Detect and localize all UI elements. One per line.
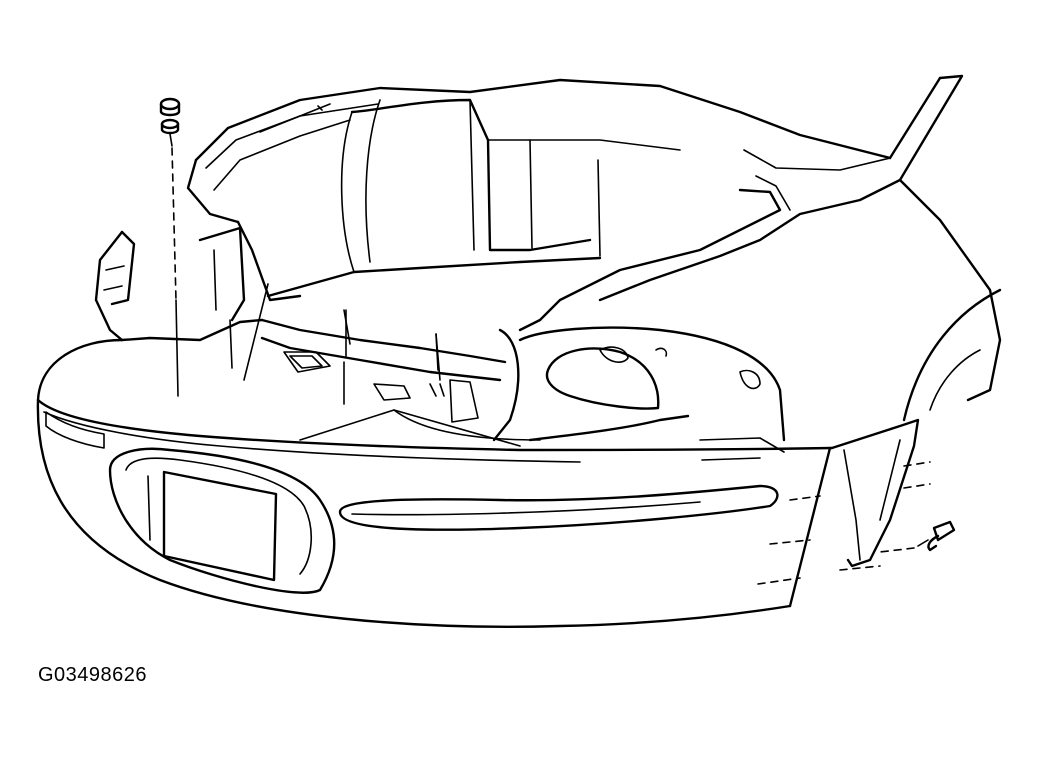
splash-shield bbox=[830, 178, 1002, 568]
left-fender-edge bbox=[94, 226, 264, 342]
bumper-fascia bbox=[36, 338, 834, 628]
upper-fastener bbox=[159, 97, 181, 397]
figure-code: G03498626 bbox=[38, 664, 148, 686]
callout-leaders bbox=[229, 283, 439, 381]
radiator-support bbox=[260, 309, 520, 442]
engine-compartment bbox=[236, 98, 902, 332]
hood bbox=[186, 74, 964, 224]
lower-fastener bbox=[757, 461, 956, 585]
headlamp-opening bbox=[518, 326, 786, 461]
